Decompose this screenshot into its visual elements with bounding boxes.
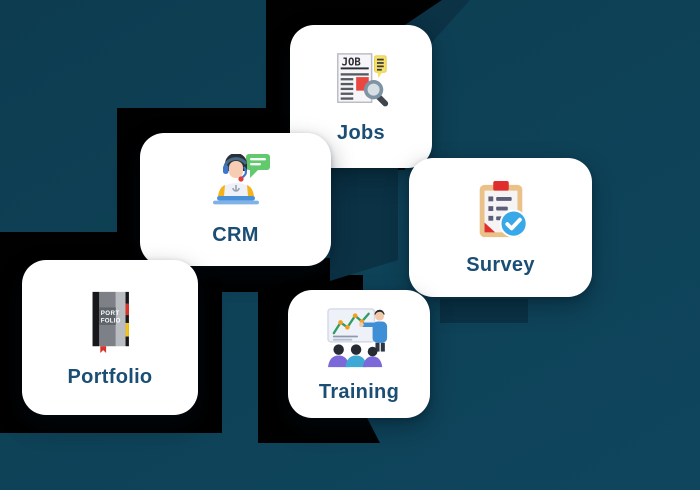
card-label-survey: Survey [466,254,535,276]
card-label-training: Training [318,380,400,403]
card-survey[interactable]: Survey [409,158,592,297]
card-label-crm: CRM [212,224,259,246]
svg-text:JOB: JOB [342,55,362,68]
card-label-jobs: Jobs [337,122,385,144]
svg-text:PORT: PORT [101,310,120,317]
training-presentation-icon [324,307,394,369]
card-crm[interactable]: CRM [140,133,331,266]
ribbon-navy-mid-accent [330,168,398,281]
ribbon-navy-under-survey [440,299,528,323]
survey-clipboard-icon [470,180,532,242]
card-label-portfolio: Portfolio [67,366,153,388]
card-jobs[interactable]: JOB Jobs [290,25,432,168]
support-agent-icon [200,154,272,212]
card-training[interactable]: Training [288,290,430,418]
svg-text:FOLIO: FOLIO [101,317,121,324]
job-search-icon: JOB [330,50,392,110]
portfolio-book-icon: PORT FOLIO [82,288,138,354]
card-portfolio[interactable]: PORT FOLIO Portfolio [22,260,198,415]
